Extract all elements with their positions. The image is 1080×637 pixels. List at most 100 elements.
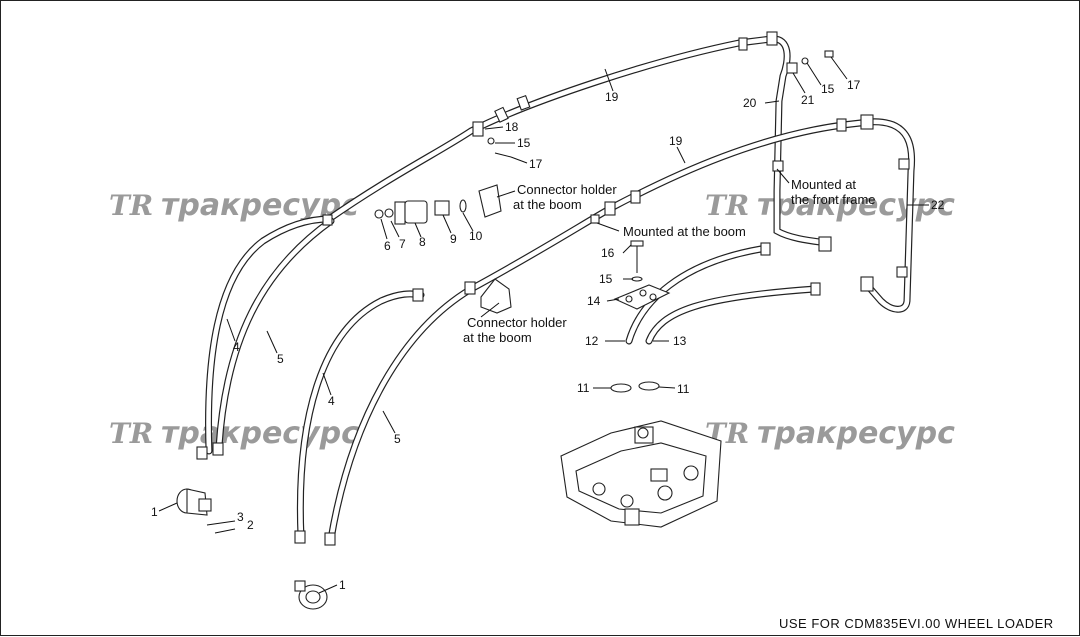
part-11-o-ring [610,383,632,393]
part-7-nut [394,201,406,225]
fitting [472,121,484,137]
footer-model-note: USE FOR CDM835EVI.00 WHEEL LOADER [779,616,1054,631]
part-15-washer [487,137,495,145]
fitting [604,201,616,216]
callout-19: 19 [669,134,683,148]
fitting [294,530,306,544]
hose-12-13 [625,245,819,345]
fitting [766,31,778,46]
callout-12: 12 [585,334,599,348]
frame-clamp [772,160,784,172]
callout-9: 9 [450,232,457,246]
fitting [212,442,224,456]
fitting [810,282,821,296]
callout-2: 2 [247,518,254,532]
part-2-bolt [214,528,236,534]
fitting [630,190,641,204]
connector-holder-bottom [480,278,512,314]
fitting [860,114,874,130]
callouts: 19 19 18 15 17 6 7 8 9 10 4 5 4 5 1 3 2 … [151,78,945,592]
hose-4-lower [296,290,425,541]
watermark-logo: TR [109,189,153,222]
part-15-washer [801,57,809,65]
boom-clamp [590,214,600,224]
callout-13: 13 [673,334,687,348]
hose-5-left [215,217,335,451]
part-3-bolt [206,520,236,526]
cylinder-1-upper [176,488,212,516]
callout-17: 17 [847,78,861,92]
note-mounted-boom: Mounted at the boom [623,224,746,239]
part-16-bolt-head [630,240,644,247]
watermark-text: тракресурс [161,416,359,451]
note-mounted-frame-1: Mounted at [791,177,856,192]
fitting [494,106,509,123]
notes: Connector holder at the boom Connector h… [463,177,876,345]
watermark-bottom-left: TR тракресурс [109,416,359,451]
watermark-bottom-right: TR тракресурс [705,416,955,451]
fitting [412,288,424,302]
fitting [196,446,208,460]
fitting [738,37,748,51]
callout-11: 11 [677,382,690,396]
fitting [818,236,832,252]
callout-4: 4 [233,340,240,354]
callout-15: 15 [821,82,835,96]
watermark-logo: TR [705,189,749,222]
callout-15: 15 [599,272,613,286]
fitting [516,94,531,111]
connector-holder-top-assembly [374,184,502,225]
callout-10: 10 [469,229,483,243]
note-connector-holder-bottom-1: Connector holder [467,315,567,330]
fitting [324,532,336,546]
fittings [196,31,910,546]
callout-7: 7 [399,237,406,251]
part-8-coupler [404,200,428,224]
callout-15: 15 [517,136,531,150]
callout-16: 16 [601,246,615,260]
hoses [205,35,916,543]
fitting [322,214,333,226]
fitting [464,281,476,295]
callout-3: 3 [237,510,244,524]
note-mounted-frame-2: the front frame [791,192,876,207]
callout-11: 11 [577,381,590,395]
cylinder-1-lower [294,580,328,610]
callout-21: 21 [801,93,815,107]
part-7-seal [384,208,394,218]
callout-19: 19 [605,90,619,104]
callout-18: 18 [505,120,519,134]
hose-19-top [205,35,831,455]
leader-lines [158,56,929,594]
callout-14: 14 [587,294,601,308]
hose-19-middle [327,118,916,543]
part-11-o-ring [638,381,660,391]
callout-5: 5 [277,352,284,366]
callout-6: 6 [384,239,391,253]
watermark-text: тракресурс [757,416,955,451]
part-10-o-ring [459,199,467,213]
part-17-bolt [494,152,512,158]
note-connector-holder-top-1: Connector holder [517,182,617,197]
flange-hole [639,289,647,297]
callout-5: 5 [394,432,401,446]
callout-4: 4 [328,394,335,408]
connector-holder-top [478,184,502,218]
frame-clamp [896,266,908,278]
callout-17: 17 [529,157,543,171]
part-17-bolt [824,50,834,58]
fitting [860,276,874,292]
callout-20: 20 [743,96,757,110]
watermark-logo: TR [109,417,153,450]
fitting [836,118,847,132]
note-connector-holder-bottom-2: at the boom [463,330,532,345]
control-valve-block [560,420,722,528]
frame-clamp [898,158,910,170]
part-15-washer [631,276,643,282]
fitting [760,242,771,256]
callout-22: 22 [931,198,945,212]
note-connector-holder-top-2: at the boom [513,197,582,212]
flange-hole [649,293,657,301]
